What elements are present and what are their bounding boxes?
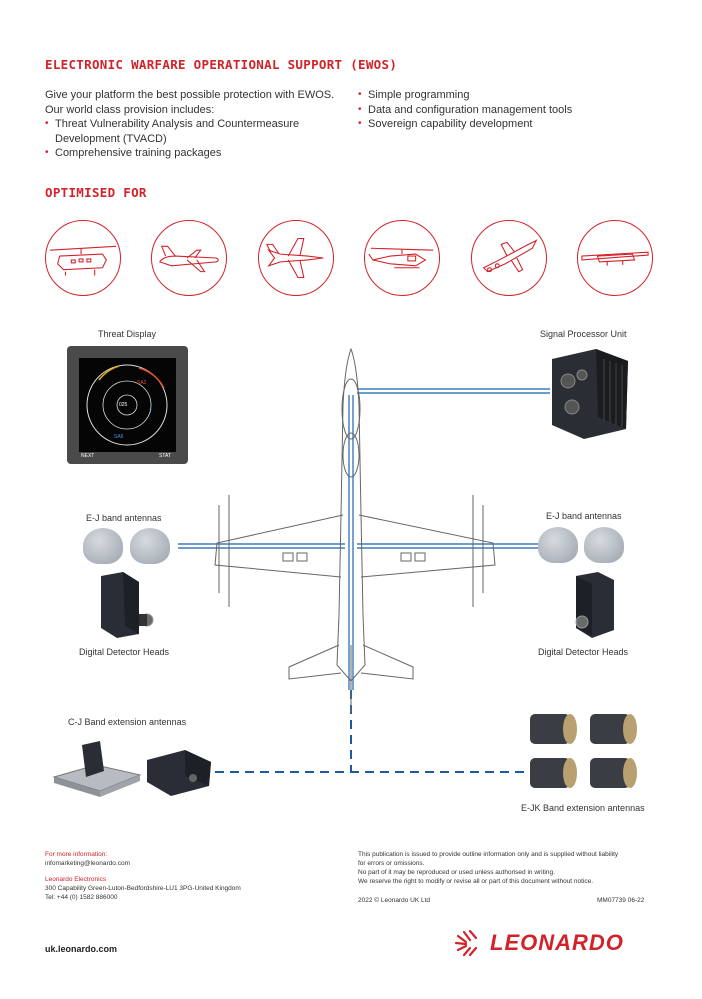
cj-band-label: C-J Band extension antennas <box>68 717 187 727</box>
contact-email[interactable]: infomarketing@leonardo.com <box>45 860 131 867</box>
aircraft-plan-icon <box>214 347 496 713</box>
leonardo-logo: LEONARDO <box>454 926 656 960</box>
transport-aircraft-icon <box>151 220 227 296</box>
website-link[interactable]: uk.leonardo.com <box>45 944 118 954</box>
disclaimer-block: This publication is issued to provide ou… <box>358 850 658 886</box>
leonardo-logo-icon <box>454 929 478 957</box>
bullet-item: Simple programming <box>358 88 658 103</box>
attack-helicopter-icon <box>364 220 440 296</box>
contact-block: For more information: infomarketing@leon… <box>45 850 325 902</box>
threat-display-screen: T SA6 SA2 <box>79 358 176 452</box>
company-address: 300 Capability Green-Luton-Bedfordshire-… <box>45 885 241 892</box>
ejk-band-label: E-JK Band extension antennas <box>521 803 645 813</box>
bullet-item: Sovereign capability development <box>358 117 658 132</box>
cj-band-processor <box>143 748 213 798</box>
digital-detector-head-right <box>556 570 616 640</box>
more-info-label: For more information: <box>45 851 108 858</box>
ej-antennas-right-label: E-J band antennas <box>546 511 622 521</box>
company-name: Leonardo Electronics <box>45 876 107 883</box>
disclaimer-line: No part of it may be reproduced or used … <box>358 869 555 876</box>
right-bullet-list: Simple programming Data and configuratio… <box>358 88 658 132</box>
ddh-right-label: Digital Detector Heads <box>538 647 629 657</box>
threat-display-label: Threat Display <box>98 329 157 339</box>
company-tel: Tel: +44 (0) 1582 886000 <box>45 894 118 901</box>
signal-processor-label: Signal Processor Unit <box>540 329 627 339</box>
fighter-jet-icon <box>258 220 334 296</box>
ddh-left-label: Digital Detector Heads <box>79 647 170 657</box>
ejk-band-antennas <box>528 708 643 796</box>
bullet-item: Data and configuration management tools <box>358 103 658 118</box>
display-next-button[interactable]: NEXT <box>81 453 95 459</box>
uav-icon <box>577 220 653 296</box>
signal-processor-unit <box>548 345 630 440</box>
digital-detector-head-left <box>99 570 159 640</box>
ej-antenna-dome <box>584 527 624 563</box>
intro-text: Give your platform the best possible pro… <box>45 88 355 117</box>
ej-antenna-dome <box>130 528 170 564</box>
ej-antenna-dome <box>83 528 123 564</box>
copyright: 2022 © Leonardo UK Ltd <box>358 897 431 904</box>
leonardo-logo-text: LEONARDO <box>490 930 624 955</box>
display-center-text: 025 <box>119 402 128 408</box>
cj-band-antenna <box>52 737 142 803</box>
disclaimer-line: for errors or omissions. <box>358 860 425 867</box>
disclaimer-line: We reserve the right to modify or revise… <box>358 878 594 885</box>
intro-line-1: Give your platform the best possible pro… <box>45 89 335 101</box>
ej-antennas-left-label: E-J band antennas <box>86 513 162 523</box>
threat-display: T SA6 SA2 025 NEXT STAT <box>67 346 188 464</box>
svg-text:SA2: SA2 <box>137 380 147 386</box>
section-title-ewos: ELECTRONIC WARFARE OPERATIONAL SUPPORT (… <box>45 57 398 72</box>
left-bullet-list: Threat Vulnerability Analysis and Counte… <box>45 117 345 161</box>
intro-line-2: Our world class provision includes: <box>45 103 215 116</box>
disclaimer-line: This publication is issued to provide ou… <box>358 851 619 858</box>
svg-text:SA6: SA6 <box>114 434 124 440</box>
ej-antenna-dome <box>538 527 578 563</box>
svg-text:T: T <box>149 409 152 415</box>
section-title-optimised: OPTIMISED FOR <box>45 185 147 200</box>
bullet-item: Threat Vulnerability Analysis and Counte… <box>45 117 345 146</box>
helicopter-transport-icon <box>45 220 121 296</box>
jet-trainer-icon <box>471 220 547 296</box>
bullet-item: Comprehensive training packages <box>45 146 345 161</box>
doc-ref: MM07739 06-22 <box>597 897 645 904</box>
display-stat-button[interactable]: STAT <box>159 453 172 459</box>
